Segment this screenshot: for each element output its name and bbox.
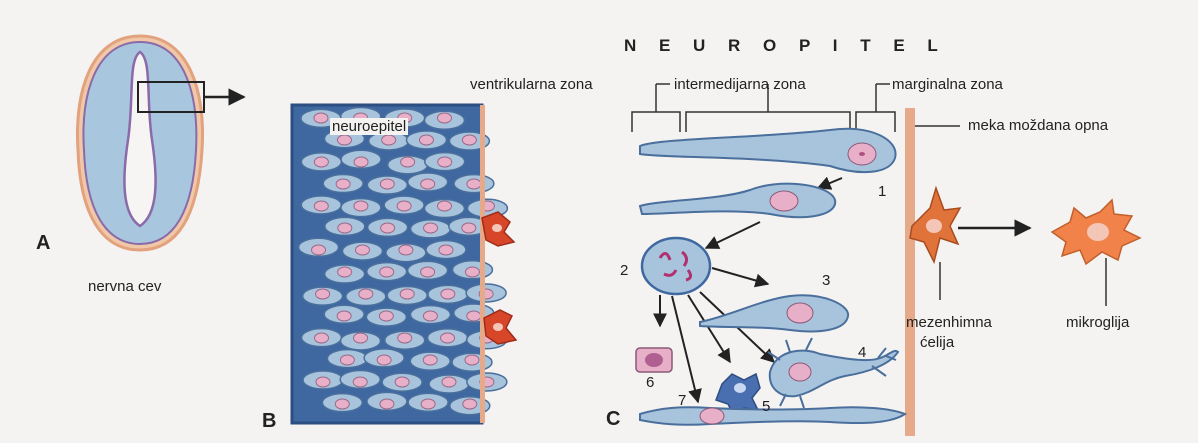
neural-tube (77, 36, 244, 250)
label-mezenhimna: mezenhimna (906, 314, 992, 331)
cell-nucleus (395, 377, 409, 387)
pia-mater-stripe (905, 108, 915, 436)
cell-nucleus (316, 377, 330, 387)
cell-nucleus (380, 399, 394, 409)
cell-nucleus (316, 289, 330, 299)
cell-nucleus (314, 113, 328, 123)
label-celija: ćelija (920, 334, 954, 351)
cell-nucleus (377, 355, 391, 365)
cell-nucleus (399, 245, 413, 255)
cell-nucleus (353, 377, 367, 387)
cell-nucleus (400, 289, 414, 299)
cell-7-ependymal-elongated (640, 407, 905, 425)
cell-4-astrocyte (768, 338, 898, 408)
diagram-title: N E U R O P I T E L (624, 36, 947, 56)
cell-nucleus (354, 333, 368, 343)
cell-nucleus (314, 201, 328, 211)
cell-nucleus (340, 355, 354, 365)
microglia-cell (1052, 200, 1140, 264)
panel-label-a: A (36, 232, 50, 255)
cell-nucleus (423, 311, 437, 321)
cell-nucleus (437, 201, 451, 211)
label-nervna-cev: nervna cev (88, 278, 161, 295)
cell-nucleus (462, 135, 476, 145)
cell-number-4: 4 (858, 344, 866, 361)
cell-nucleus (462, 223, 476, 233)
cell-nucleus (397, 201, 411, 211)
cell-1-neuroepithelial (640, 129, 896, 172)
cell-nucleus (336, 179, 350, 189)
cell-nucleus (467, 311, 481, 321)
cell-number-5: 5 (762, 398, 770, 415)
cell-dividing-migrating (640, 184, 835, 218)
panel-label-c: C (606, 408, 620, 431)
cell-nucleus (354, 201, 368, 211)
cell-nucleus (401, 157, 415, 167)
cell-6-ependymal (636, 348, 672, 372)
cell-nucleus (398, 333, 412, 343)
cell-nucleus (421, 267, 435, 277)
cell-nucleus (314, 157, 328, 167)
cell-number-3: 3 (822, 272, 830, 289)
cell-nucleus (441, 333, 455, 343)
cell-nucleus (338, 223, 352, 233)
cell-nucleus (380, 179, 394, 189)
cell-nucleus (467, 179, 481, 189)
cell-nucleus (337, 135, 351, 145)
cell-number-1: 1 (878, 183, 886, 200)
cell-nucleus (312, 245, 326, 255)
cell-nucleus (419, 135, 433, 145)
label-mikroglija: mikroglija (1066, 314, 1129, 331)
mesenchymal-cell (910, 188, 960, 262)
cell-nucleus (315, 333, 329, 343)
cell-nucleus (359, 289, 373, 299)
cell-nucleus (382, 135, 396, 145)
label-neuroepitel: neuroepitel (330, 118, 408, 135)
cell-nucleus (439, 245, 453, 255)
cell-nucleus (441, 289, 455, 299)
cell-nucleus (423, 355, 437, 365)
cell-nucleus (335, 399, 349, 409)
cell-nucleus (380, 267, 394, 277)
neuroepithelium-block (292, 105, 516, 423)
cell-nucleus (338, 267, 352, 277)
cell-number-7: 7 (678, 392, 686, 409)
cell-nucleus (354, 157, 368, 167)
cell-nucleus (438, 157, 452, 167)
cell-nucleus (424, 223, 438, 233)
cell-nucleus (421, 399, 435, 409)
cell-number-6: 6 (646, 374, 654, 391)
cell-nucleus (465, 355, 479, 365)
label-marginalna-zona: marginalna zona (892, 76, 1003, 93)
label-meka-mozdana-opna: meka moždana opna (968, 117, 1108, 134)
panel-label-b: B (262, 410, 276, 433)
cell-nucleus (421, 179, 435, 189)
cell-2-neuroblast (642, 238, 710, 294)
cell-nucleus (442, 377, 456, 387)
label-intermedijarna-zona: intermedijarna zona (674, 76, 806, 93)
label-ventrikularna-zona: ventrikularna zona (470, 76, 593, 93)
cell-nucleus (381, 223, 395, 233)
cell-nucleus (337, 311, 351, 321)
cell-nucleus (355, 245, 369, 255)
cell-nucleus (465, 267, 479, 277)
cell-number-2: 2 (620, 262, 628, 279)
cell-nucleus (463, 399, 477, 409)
cell-nucleus (437, 113, 451, 123)
cell-nucleus (379, 311, 393, 321)
